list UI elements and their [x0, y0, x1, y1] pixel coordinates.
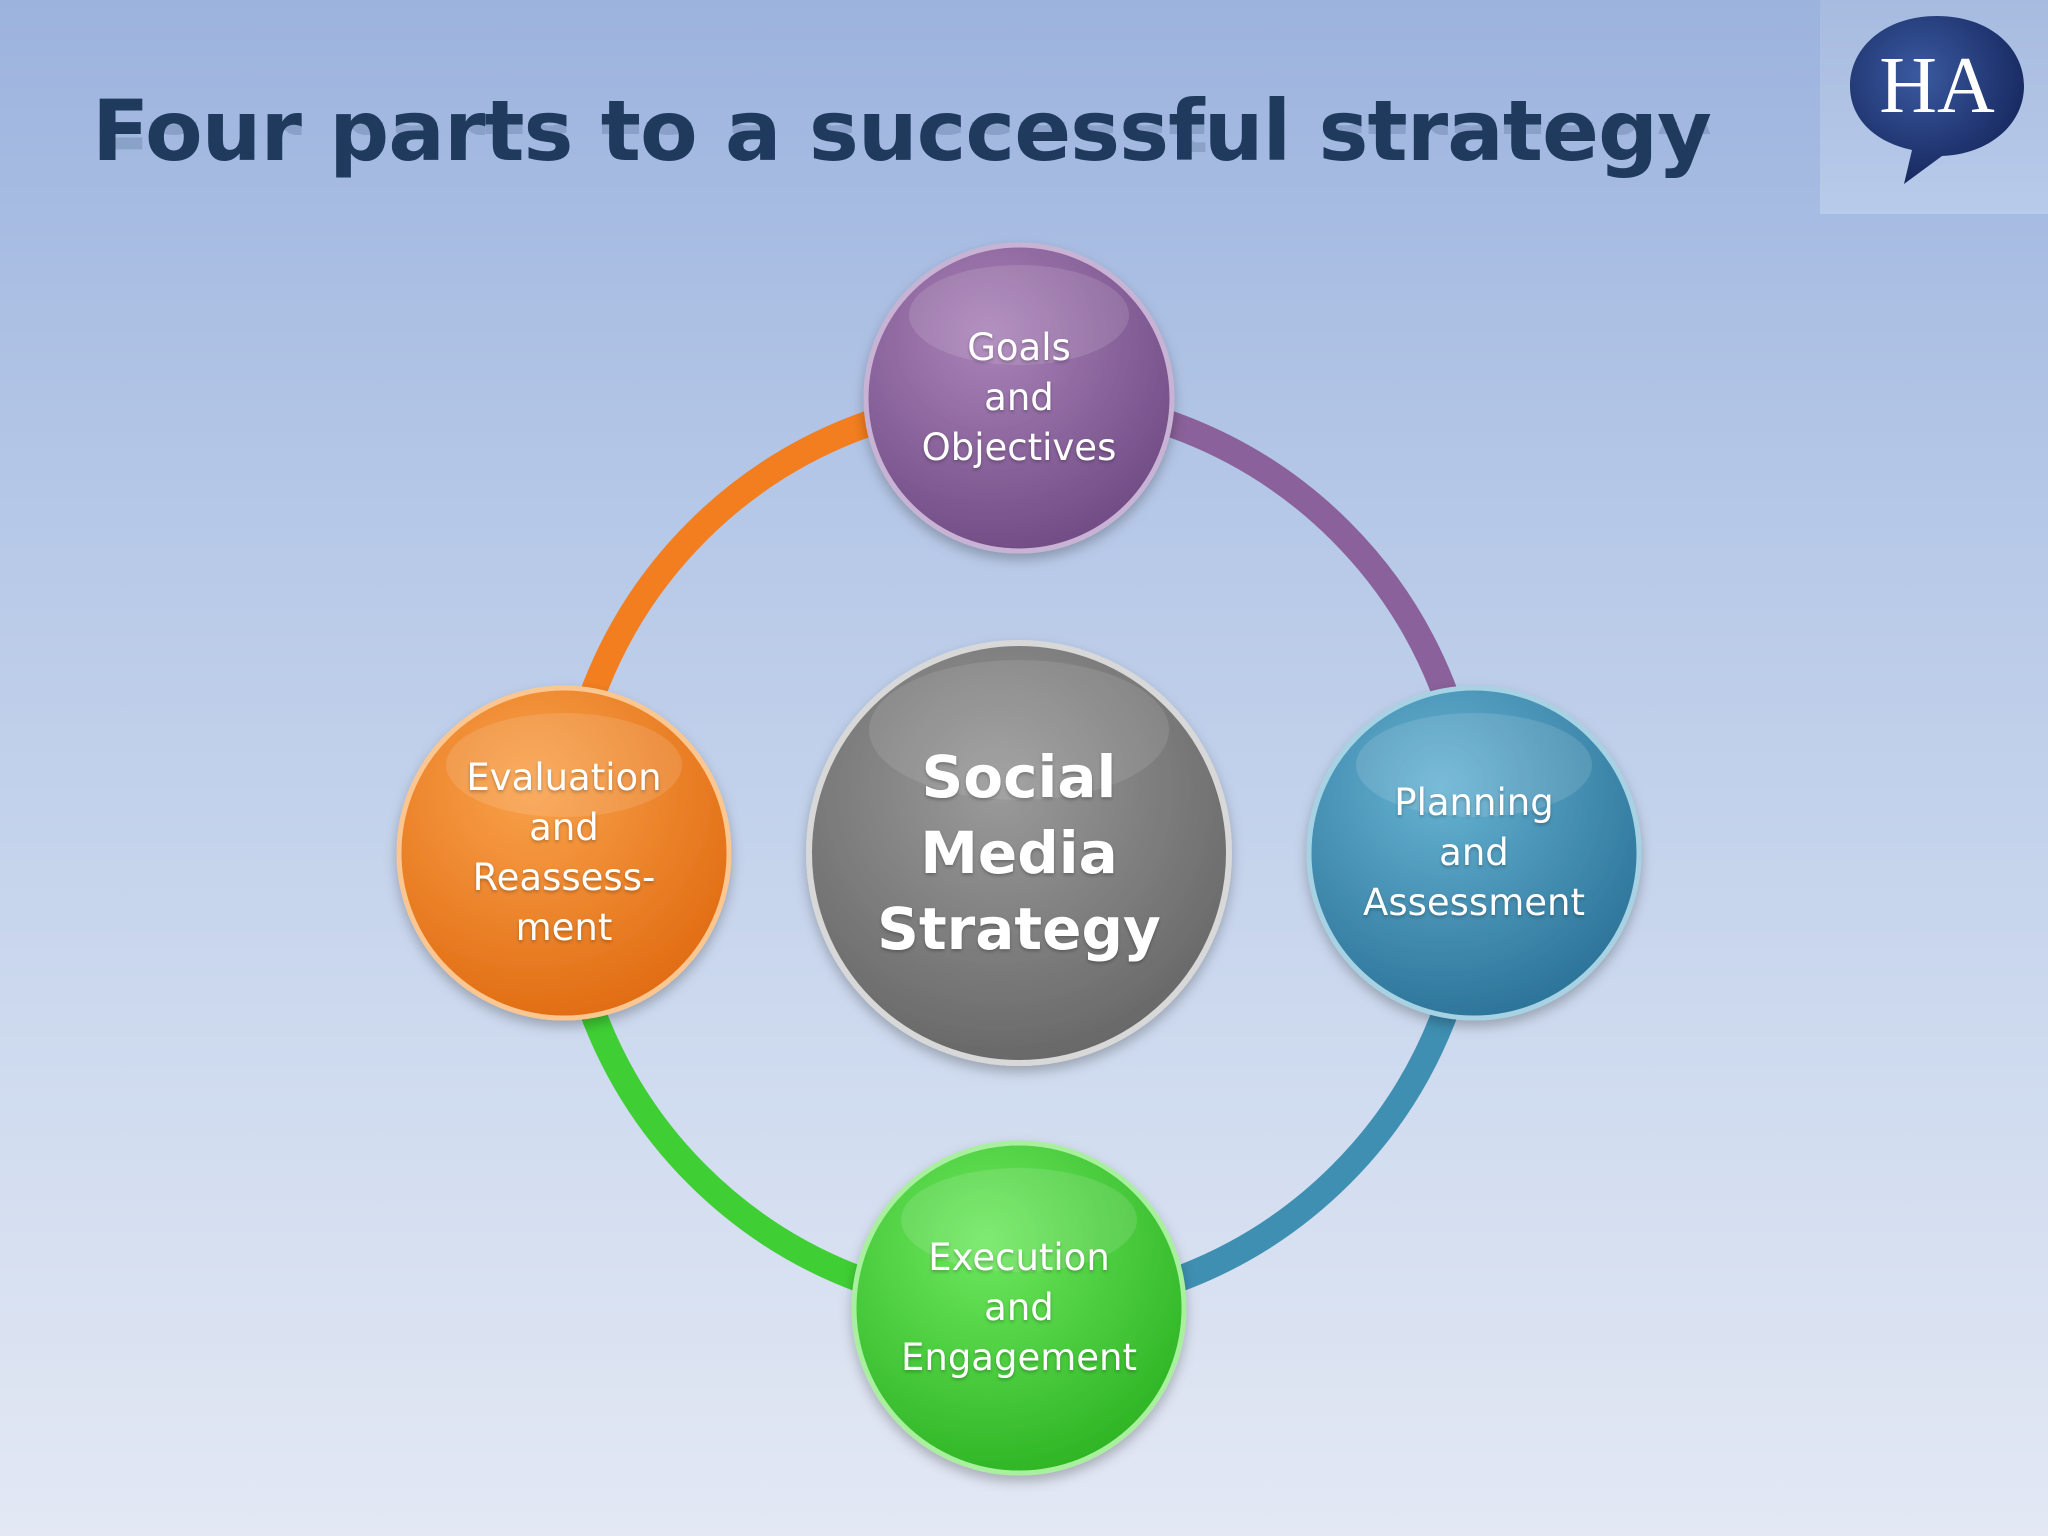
planning-node — [1306, 685, 1642, 1021]
evaluation-node-label: Evaluation and Reassess- ment — [466, 756, 662, 949]
execution-node-label: Execution and Engagement — [900, 1236, 1137, 1379]
logo-text: HA — [1879, 42, 1995, 130]
evaluation-node — [396, 685, 732, 1021]
center-node — [806, 640, 1232, 1066]
logo-bubble-shape — [1850, 16, 2024, 184]
planning-node-label: Planning and Assessment — [1363, 781, 1585, 924]
center-node-label: Social Media Strategy — [877, 743, 1161, 963]
speech-bubble-logo-icon: HA — [1850, 16, 2024, 184]
slide-title: Four parts to a successful strategy — [92, 82, 1712, 180]
execution-node — [851, 1140, 1187, 1476]
goals-node — [863, 242, 1175, 554]
goals-node-label: Goals and Objectives — [921, 326, 1117, 469]
